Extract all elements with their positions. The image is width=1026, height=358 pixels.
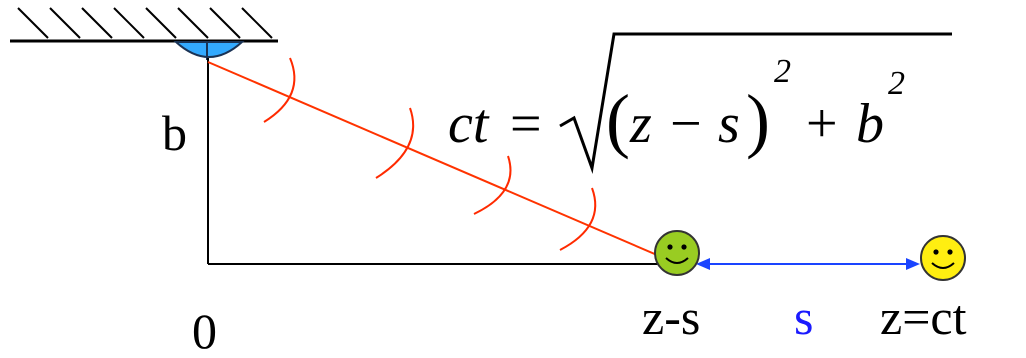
equation-power: 2 — [774, 53, 791, 90]
observer-position-label: z-s — [642, 289, 700, 345]
source-position-label: z=ct — [880, 289, 967, 345]
dome-emitter-icon — [173, 41, 245, 58]
signal-ray — [207, 61, 665, 259]
wavefront-arc — [559, 187, 597, 251]
wavefront-arc — [375, 107, 415, 179]
equation-plus: + — [806, 93, 838, 155]
equation-lhs: ct — [448, 93, 490, 155]
observer-smiley-face-icon — [654, 230, 700, 276]
wavefront-arc — [473, 155, 512, 215]
separation-label: s — [794, 289, 813, 345]
hatched-ceiling-icon — [10, 7, 278, 43]
sqrt-radical-icon — [559, 32, 952, 174]
right-paren: ) — [746, 80, 770, 160]
equation-b-power: 2 — [888, 65, 905, 102]
source-smiley-face-icon — [920, 235, 966, 281]
equation-b: b — [856, 93, 884, 155]
wavefront-arc — [263, 57, 296, 123]
distance-equation: ct = ( z − s ) 2 + b 2 — [448, 32, 952, 174]
height-label: b — [162, 105, 187, 161]
origin-label: 0 — [192, 303, 217, 358]
left-paren: ( — [606, 80, 630, 160]
equation-s: s — [718, 93, 740, 155]
wavefronts — [263, 57, 597, 251]
equation-minus: − — [670, 93, 702, 155]
separation-arrow — [696, 258, 920, 270]
equation-z: z — [629, 93, 652, 155]
equation-equals: = — [510, 93, 542, 155]
